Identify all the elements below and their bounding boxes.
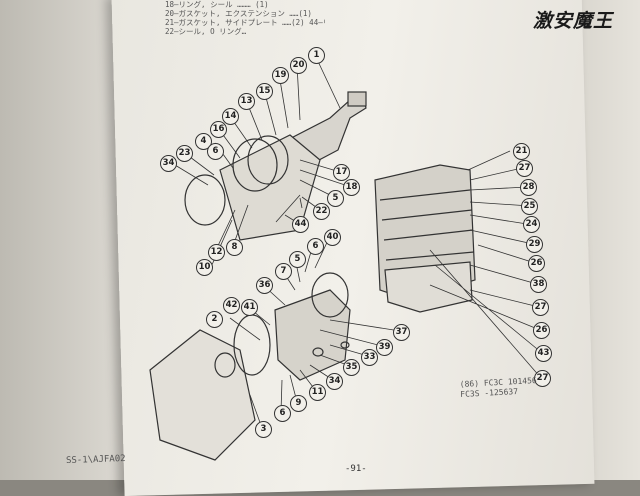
valve-body-plate [379, 189, 475, 261]
callout-8: 8 [226, 239, 243, 256]
callout-37: 37 [393, 324, 410, 341]
callout-29: 27 [516, 160, 533, 177]
callout-10: 10 [196, 259, 213, 276]
callout-5b: 5 [289, 251, 306, 268]
callout-6: 6 [207, 143, 224, 160]
callout-11: 11 [309, 384, 326, 401]
callout-42: 42 [223, 297, 240, 314]
converter-housing [149, 329, 256, 461]
callout-34: 34 [326, 373, 343, 390]
callout-24: 24 [523, 216, 540, 233]
callout-1: 1 [308, 47, 325, 64]
separator-plate [384, 261, 473, 313]
callout-40: 40 [324, 229, 341, 246]
callout-26: 26 [533, 322, 550, 339]
callout-5: 5 [327, 190, 344, 207]
callout-21: 21 [513, 143, 530, 160]
model-codes: (86) FC3C 101456 FC3S -125637 [460, 376, 538, 400]
callout-15: 15 [256, 83, 273, 100]
callout-32: 34 [160, 155, 177, 172]
leader-lines [169, 54, 543, 429]
callout-19: 19 [272, 67, 289, 84]
callout-18: 18 [343, 179, 360, 196]
oil-pump-assembly [274, 289, 351, 381]
o-ring [340, 341, 350, 349]
callout-31: 29 [526, 236, 543, 253]
callout-23: 23 [176, 145, 193, 162]
callout-12: 12 [208, 244, 225, 261]
callout-20: 20 [290, 57, 307, 74]
callout-30: 28 [520, 179, 537, 196]
o-ring [312, 347, 324, 357]
callout-7: 7 [275, 263, 292, 280]
parts-list-header: 18—リング, シール ……… (1) 20—ガスケット, エクステンション …… [165, 0, 325, 36]
callout-22: 22 [313, 203, 330, 220]
callout-44: 44 [292, 216, 309, 233]
callout-25: 25 [521, 198, 538, 215]
header-line: 18—リング, シール ……… (1) [165, 0, 269, 9]
header-line: 22—シール, O リング… [165, 27, 247, 36]
seal-ring [232, 138, 278, 192]
callout-16: 16 [210, 121, 227, 138]
clutch-drum-40 [311, 272, 349, 318]
header-line: 21—ガスケット, サイドプレート ……(2) 44—リング, O [165, 18, 325, 27]
output-shaft [347, 91, 367, 107]
callout-38: 38 [530, 276, 547, 293]
callout-9: 9 [290, 395, 307, 412]
seal-3 [214, 352, 236, 378]
shop-watermark-logo: 激安魔王 [533, 10, 614, 32]
callout-6c: 6 [274, 405, 291, 422]
exploded-parts-diagram [149, 54, 543, 461]
page-number: -91- [345, 464, 367, 474]
callout-2: 2 [206, 311, 223, 328]
callout-17: 17 [333, 164, 350, 181]
section-code: SS-1\AJFA02 [65, 453, 126, 467]
seal-ring-2 [233, 314, 271, 376]
callout-36: 36 [256, 277, 273, 294]
callout-6b: 6 [307, 238, 324, 255]
callout-13: 13 [238, 93, 255, 110]
gasket-ring-23 [184, 174, 226, 226]
callout-29b: 27 [534, 370, 551, 387]
callout-27: 27 [532, 299, 549, 316]
callout-14: 14 [222, 108, 239, 125]
callout-41: 41 [241, 299, 258, 316]
callout-43: 43 [535, 345, 552, 362]
callout-28: 26 [528, 255, 545, 272]
callout-39: 39 [376, 339, 393, 356]
header-line: 20—ガスケット, エクステンション ……(1) [165, 9, 312, 18]
callout-3: 3 [255, 421, 272, 438]
callout-33: 33 [361, 349, 378, 366]
callout-35: 35 [343, 359, 360, 376]
seal-ring [247, 135, 289, 185]
